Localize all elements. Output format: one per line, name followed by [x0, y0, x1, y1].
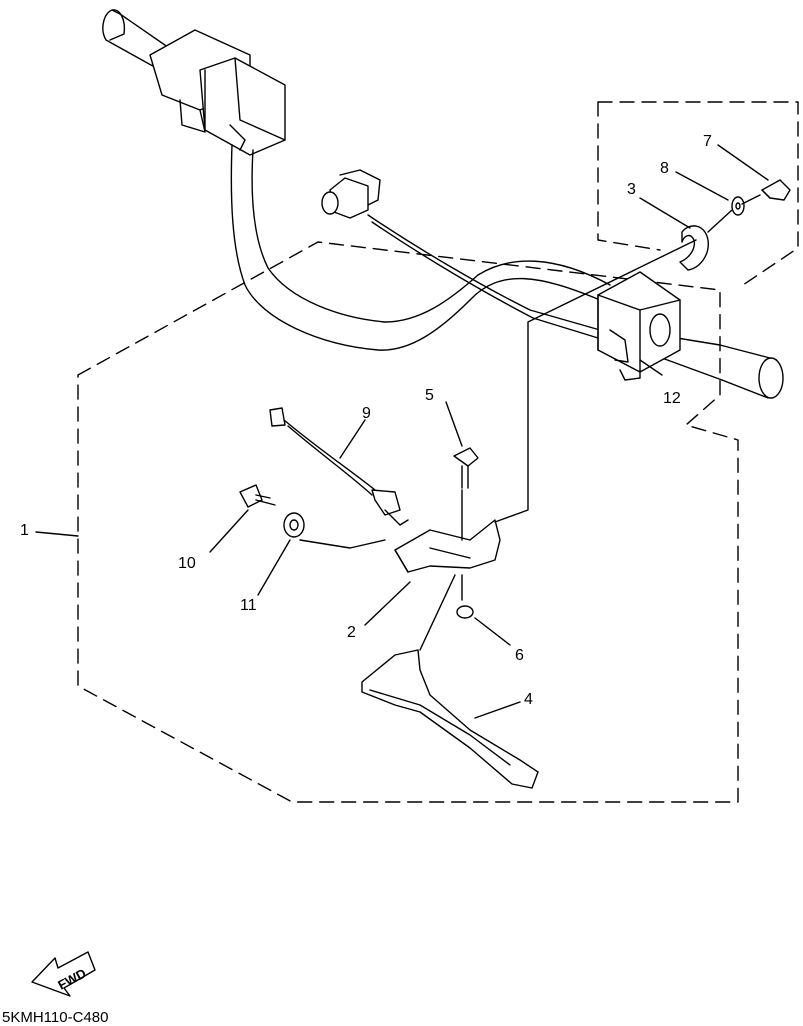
handlebar-switch-12 [597, 271, 681, 381]
callout-9: 9 [362, 405, 371, 422]
brake-switch-9 [269, 407, 409, 526]
brake-lever-4 [361, 649, 539, 789]
lever-holder-2 [394, 519, 501, 573]
locknut-11 [283, 512, 305, 538]
callout-7: 7 [703, 133, 712, 150]
assembly-boundary-1 [77, 241, 739, 803]
switch-subassembly-boundary [597, 101, 799, 288]
callout-6: 6 [515, 647, 524, 664]
holder-3 [679, 225, 709, 271]
guide-line-washer [707, 194, 761, 233]
callout-2: 2 [347, 624, 356, 641]
callout-5: 5 [425, 387, 434, 404]
nut-6 [456, 605, 474, 619]
callout-1: 1 [20, 522, 29, 539]
callout-12: 12 [663, 390, 681, 407]
screw-7 [761, 179, 791, 201]
guide-lines [299, 239, 697, 651]
callout-4: 4 [524, 691, 533, 708]
callout-10: 10 [178, 555, 196, 572]
callout-3: 3 [627, 181, 636, 198]
washer-8 [731, 196, 745, 216]
switch-harness [321, 169, 601, 339]
drawing-code: 5KMH110-C480 [2, 1009, 108, 1026]
adjuster-bolt-10 [239, 484, 276, 508]
callout-labels: 1 2 3 4 5 6 7 8 9 10 11 12 [20, 133, 712, 708]
callout-8: 8 [660, 160, 669, 177]
leader-lines [35, 144, 769, 719]
bolt-5 [453, 447, 479, 489]
callout-11: 11 [240, 597, 257, 614]
fwd-arrow-icon [31, 951, 96, 997]
handlebar [102, 9, 784, 399]
forward-direction-badge: FWD [31, 951, 96, 997]
